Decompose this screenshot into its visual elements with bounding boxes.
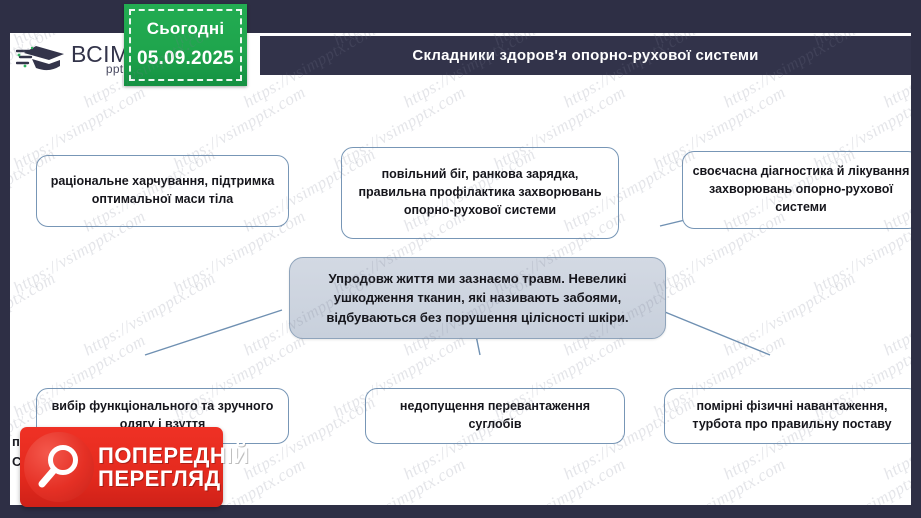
- preview-badge-line-2: ПЕРЕГЛЯД: [98, 466, 221, 491]
- logo-title: ВСІМ: [71, 41, 130, 68]
- node-top-center-label: повільний біг, ранкова зарядка, правильн…: [358, 167, 602, 217]
- footer-line-2: С: [12, 454, 22, 470]
- watermark-text: https://vsimpptx.com: [330, 454, 469, 505]
- watermark-text: https://vsimpptx.com: [10, 268, 59, 360]
- footer-line-1: п: [12, 434, 20, 449]
- center-node[interactable]: Упродовж життя ми зазнаємо травм. Невели…: [289, 257, 666, 339]
- watermark-text: https://vsimpptx.com: [720, 268, 859, 360]
- date-badge-value: 05.09.2025: [136, 48, 235, 69]
- logo-subtitle: pptx: [105, 61, 130, 76]
- node-top-left[interactable]: раціональне харчування, підтримка оптима…: [36, 155, 289, 227]
- node-top-center[interactable]: повільний біг, ранкова зарядка, правильн…: [341, 147, 619, 239]
- node-bottom-right-label: помірні фізичні навантаження, турбота пр…: [692, 399, 892, 431]
- date-badge-label: Сьогодні: [146, 19, 225, 38]
- preview-badge-text: ПОПЕРЕДНІЙ ПЕРЕГЛЯД: [98, 442, 250, 491]
- watermark-text: https://vsimpptx.com: [490, 454, 629, 505]
- center-node-label: Упродовж життя ми зазнаємо травм. Невели…: [326, 270, 629, 325]
- today-date-badge: Сьогодні 05.09.2025: [124, 4, 247, 86]
- watermark-text: https://vsimpptx.com: [80, 268, 219, 360]
- brand-logo: ВСІМ pptx: [10, 33, 130, 86]
- magnifier-icon: [24, 432, 94, 502]
- graduation-cap-icon: [16, 45, 64, 70]
- node-top-left-label: раціональне харчування, підтримка оптима…: [50, 174, 275, 206]
- node-bottom-right[interactable]: помірні фізичні навантаження, турбота пр…: [664, 388, 911, 444]
- slide-title-bar: Складники здоров'я опорно-рухової систем…: [260, 36, 911, 75]
- slide-title: Складники здоров'я опорно-рухової систем…: [412, 47, 759, 64]
- preview-badge-line-1: ПОПЕРЕДНІЙ: [98, 442, 250, 468]
- node-top-right[interactable]: своєчасна діагностика й лікування захвор…: [682, 151, 911, 229]
- footer-obscured-text: п С: [12, 432, 252, 472]
- watermark-text: https://vsimpptx.com: [650, 454, 789, 505]
- bottom-frame-strip: [0, 505, 921, 518]
- watermark-text: https://vsimpptx.com: [880, 268, 911, 360]
- node-top-right-label: своєчасна діагностика й лікування захвор…: [692, 164, 910, 214]
- node-bottom-center[interactable]: недопущення перевантаження суглобів: [365, 388, 625, 444]
- node-bottom-center-label: недопущення перевантаження суглобів: [399, 399, 591, 431]
- watermark-text: https://vsimpptx.com: [810, 454, 911, 505]
- preview-badge[interactable]: ПОПЕРЕДНІЙ ПЕРЕГЛЯД: [20, 427, 249, 507]
- slide-canvas: раціональне харчування, підтримка оптима…: [10, 33, 911, 505]
